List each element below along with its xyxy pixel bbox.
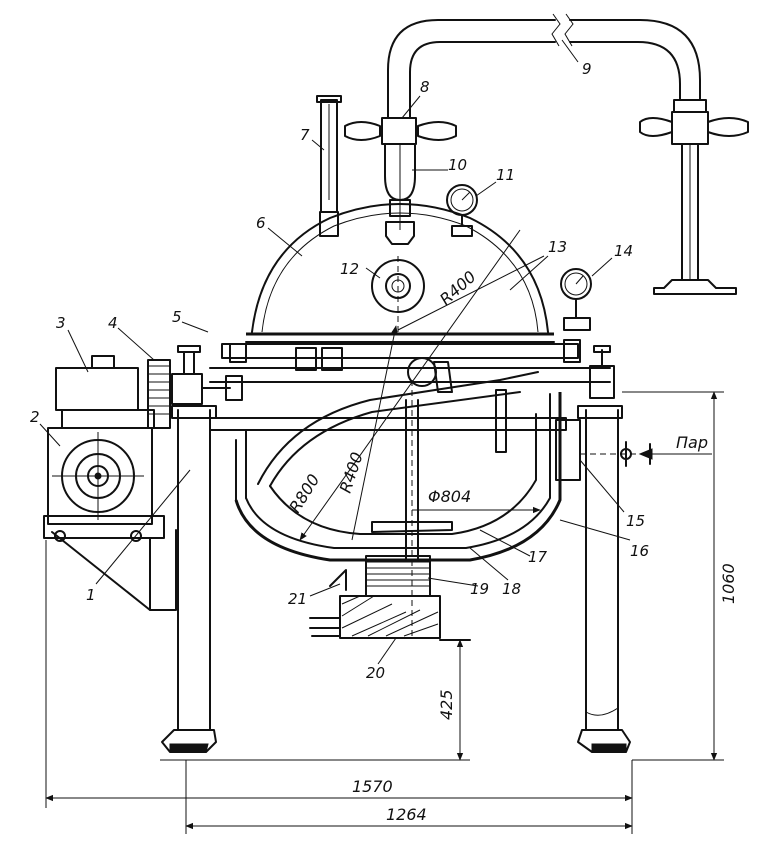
central-valve	[344, 117, 457, 245]
callout-1: 1	[86, 586, 96, 604]
dim-diameter-804: Φ804	[428, 487, 471, 506]
leader-lines	[39, 39, 631, 665]
dim-r400-bowl: R400	[336, 450, 367, 495]
steam-label: Пар	[676, 433, 708, 452]
callout-8: 8	[420, 78, 430, 96]
callout-4: 4	[108, 314, 118, 332]
jacketed-bowl	[234, 371, 680, 640]
callout-21: 21	[288, 590, 307, 608]
callout-10: 10	[448, 156, 467, 174]
callout-19: 19	[470, 580, 489, 598]
right-leg	[577, 405, 631, 753]
dim-1060: 1060	[719, 563, 738, 604]
drive-unit	[43, 345, 243, 611]
callout-14: 14	[614, 242, 633, 260]
callout-5: 5	[172, 308, 182, 326]
steam-pipe	[387, 13, 749, 295]
callout-9: 9	[582, 60, 592, 78]
callout-2: 2	[30, 408, 40, 426]
callout-13: 13	[548, 238, 567, 256]
pressure-gauge-14	[560, 268, 592, 331]
dim-1570: 1570	[352, 777, 393, 796]
dim-1264: 1264	[386, 805, 427, 824]
bottom-drive	[309, 555, 471, 641]
dim-425: 425	[437, 689, 456, 720]
pressure-gauge-11	[446, 184, 478, 237]
callout-labels: 1 2 3 4 5 6 7 8 9 10 11 12 13 14 15 16 1…	[30, 60, 649, 682]
callout-7: 7	[300, 126, 310, 144]
callout-3: 3	[56, 314, 66, 332]
dim-r400-lid: R400	[436, 267, 480, 309]
callout-15: 15	[626, 512, 645, 530]
dim-r800: R800	[285, 471, 323, 516]
callout-20: 20	[366, 664, 385, 682]
callout-18: 18	[502, 580, 521, 598]
callout-11: 11	[496, 166, 515, 184]
callout-17: 17	[528, 548, 548, 566]
callout-12: 12	[340, 260, 359, 278]
callout-6: 6	[256, 214, 266, 232]
dome-lid	[245, 203, 555, 343]
left-leg	[161, 405, 217, 753]
thermometer	[316, 95, 342, 237]
geometry-lines	[299, 229, 545, 541]
callout-16: 16	[630, 542, 649, 560]
dimension-labels: 1570 1264 1060 425 R400 R400 R800 Φ804 П…	[285, 267, 738, 824]
dimension-lines	[45, 391, 724, 834]
